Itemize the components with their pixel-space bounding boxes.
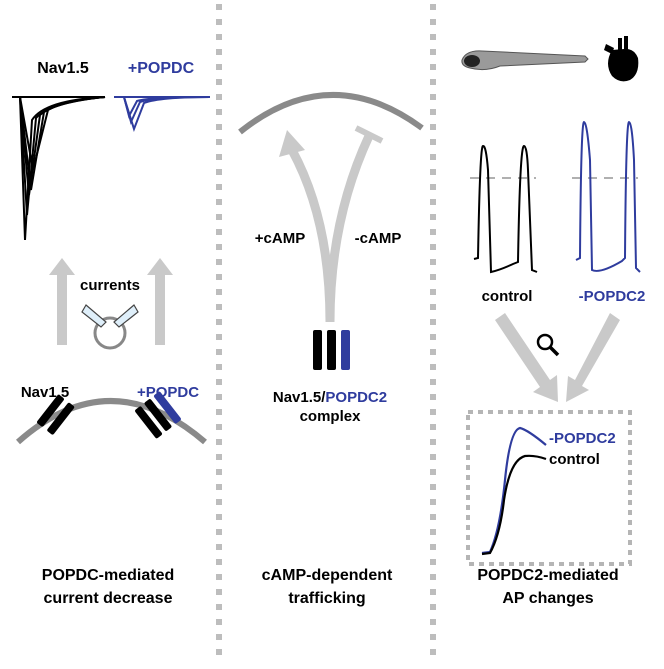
inset-control-label: control	[549, 451, 600, 468]
patch-clamp-cell-icon	[81, 304, 139, 350]
minus-camp-label: -cAMP	[355, 230, 402, 247]
popdc-current-traces	[114, 96, 211, 133]
magnifier-icon	[536, 333, 560, 357]
channel-label-popdc: +POPDC	[137, 384, 199, 401]
inset-popdc2-upstroke	[481, 426, 547, 555]
complex-label: Nav1.5/POPDC2	[273, 389, 387, 406]
nav15-current-traces	[12, 96, 106, 241]
caption-panel3-line2: AP changes	[502, 590, 593, 607]
caption-panel2-line2: trafficking	[288, 590, 365, 607]
control-ap-trace	[473, 144, 538, 274]
complex-label-popdc2: POPDC2	[325, 389, 387, 406]
popdc2-ap-trace	[575, 120, 641, 273]
control-label: control	[482, 288, 533, 305]
caption-panel3-line1: POPDC2-mediated	[477, 567, 618, 584]
up-arrow-right	[147, 258, 173, 345]
heart-icon	[604, 36, 639, 82]
nav15-channel-icon	[37, 394, 75, 435]
up-arrow-left	[49, 258, 75, 345]
minus-camp-arrow	[325, 134, 374, 323]
trace-label-popdc: +POPDC	[128, 60, 195, 77]
complex-label-line2: complex	[300, 408, 362, 425]
zebrafish-larva-icon	[461, 50, 589, 71]
down-arrow-left	[495, 313, 558, 402]
trace-label-nav15: Nav1.5	[37, 60, 89, 77]
plus-camp-label: +cAMP	[255, 230, 305, 247]
currents-label: currents	[80, 277, 140, 294]
inset-popdc2-label: -POPDC2	[549, 430, 616, 447]
caption-panel1-line1: POPDC-mediated	[42, 567, 174, 584]
plus-camp-arrowhead	[279, 130, 305, 157]
down-arrow-right	[566, 313, 620, 402]
minus-camp-inhibition-bar	[354, 125, 384, 144]
caption-panel1-line2: current decrease	[44, 590, 173, 607]
membrane-arc	[238, 92, 424, 135]
nav15-popdc-channel-icon	[135, 391, 181, 439]
zoom-inset-box	[466, 410, 632, 566]
minus-popdc2-label: -POPDC2	[579, 288, 646, 305]
inset-control-upstroke	[481, 454, 547, 556]
nav15-popdc2-complex-icon	[313, 330, 350, 370]
caption-panel2-line1: cAMP-dependent	[262, 567, 393, 584]
complex-label-nav15: Nav1.5/	[273, 389, 326, 406]
